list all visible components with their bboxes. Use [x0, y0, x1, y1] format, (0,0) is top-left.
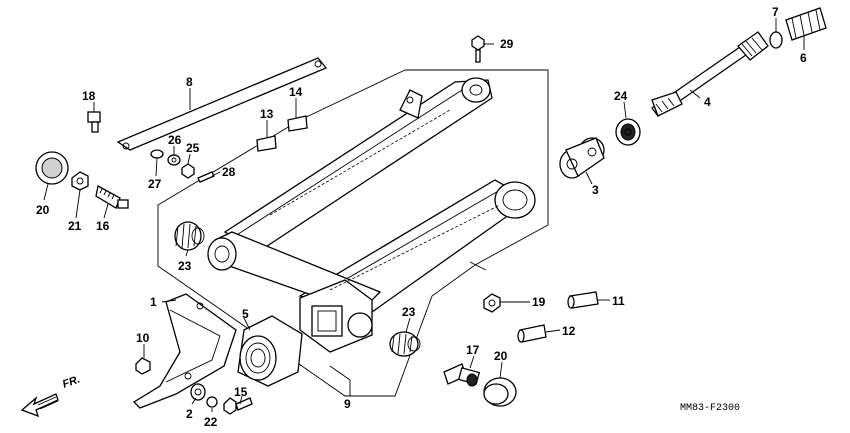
bearing-24 — [615, 118, 641, 146]
callout-7: 7 — [772, 5, 779, 19]
callout-6: 6 — [800, 51, 807, 65]
pivot-bolt-17 — [443, 363, 481, 387]
bolt-29 — [471, 35, 485, 63]
washer-26 — [167, 154, 181, 166]
callout-5: 5 — [242, 307, 249, 321]
callout-15: 15 — [234, 385, 248, 399]
bearing-23-upper — [174, 221, 205, 251]
callout-19: 19 — [532, 295, 546, 309]
callout-3: 3 — [592, 183, 599, 197]
callout-10: 10 — [136, 331, 150, 345]
front-arrow-icon — [20, 393, 59, 418]
callout-11: 11 — [612, 294, 625, 308]
drawing-code: MM83-F2300 — [680, 403, 740, 414]
callout-1: 1 — [150, 295, 157, 309]
label-sticker-14 — [287, 115, 308, 132]
callout-17: 17 — [466, 343, 480, 357]
leader-lines — [43, 18, 805, 412]
washer-22 — [206, 396, 218, 408]
collar-2 — [190, 383, 206, 401]
adjust-bolt-16 — [95, 185, 129, 209]
sleeve-11 — [567, 291, 599, 309]
nut-19 — [483, 293, 501, 313]
callout-20b: 20 — [494, 349, 508, 363]
spring-6 — [785, 7, 827, 41]
boot-5 — [237, 315, 303, 387]
callout-25: 25 — [186, 141, 200, 155]
callout-23b: 23 — [402, 305, 416, 319]
callout-23a: 23 — [178, 259, 192, 273]
nut-10 — [135, 357, 151, 375]
sleeve-12 — [517, 324, 547, 343]
bearing-23-lower — [389, 331, 421, 357]
callout-2: 2 — [186, 407, 193, 421]
universal-joint-3 — [559, 137, 605, 179]
callout-18: 18 — [82, 89, 96, 103]
strap-link — [116, 57, 328, 151]
callout-14: 14 — [289, 85, 303, 99]
callout-21: 21 — [68, 219, 82, 233]
bolt-18 — [87, 111, 101, 133]
front-marker-label: FR. — [61, 373, 82, 390]
bolt-15 — [223, 397, 253, 415]
callout-8: 8 — [186, 75, 193, 89]
locknut-21 — [71, 171, 89, 191]
callout-27: 27 — [148, 177, 162, 191]
callout-29: 29 — [500, 37, 514, 51]
label-sticker-13 — [256, 135, 277, 152]
washer-27 — [150, 149, 164, 159]
callout-24: 24 — [614, 89, 628, 103]
callout-20a: 20 — [36, 203, 50, 217]
callout-13: 13 — [260, 107, 274, 121]
callout-9: 9 — [344, 397, 351, 411]
callout-28: 28 — [222, 165, 236, 179]
drive-shaft-4 — [651, 31, 769, 117]
guard-1 — [132, 293, 237, 409]
pin-28 — [197, 171, 215, 183]
circlip-7 — [769, 31, 783, 49]
callout-numbers: 1 2 3 4 5 6 7 8 9 10 11 12 13 14 15 16 1… — [36, 5, 807, 429]
swingarm-frame — [207, 77, 536, 353]
callout-16: 16 — [96, 219, 110, 233]
callout-22: 22 — [204, 415, 218, 429]
cap-20-right — [483, 377, 517, 407]
nut-25 — [181, 163, 195, 179]
callout-26: 26 — [168, 133, 182, 147]
callout-4: 4 — [704, 95, 711, 109]
callout-12: 12 — [562, 324, 576, 338]
cap-20-left — [35, 151, 69, 185]
